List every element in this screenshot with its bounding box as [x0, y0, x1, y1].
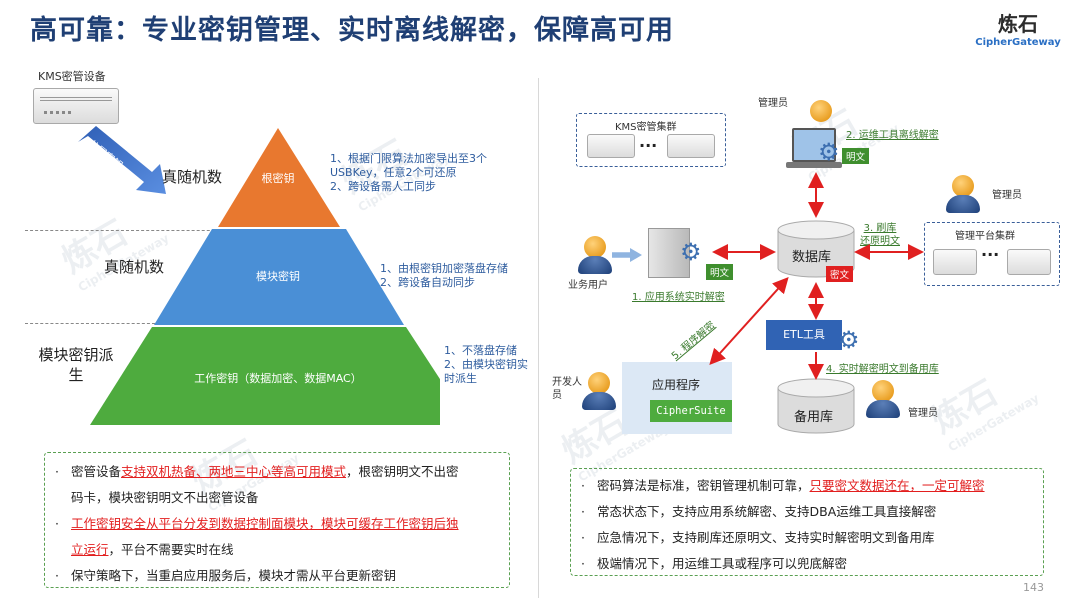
admin-bottom-label: 管理员 [908, 408, 938, 419]
brand-logo: 炼石 CipherGateway [974, 12, 1062, 56]
bullet-item-cont: 立运行，平台不需要实时在线 [71, 542, 234, 557]
pyramid-module-text: 模块密钥 [256, 270, 300, 283]
mgmt-cluster-label: 管理平台集群 [955, 231, 1015, 242]
gear-icon: ⚙ [818, 138, 840, 166]
ellipsis-icon: ··· [639, 136, 658, 155]
mgmt-server [933, 249, 977, 275]
kms-device-label: KMS密管设备 [38, 70, 106, 83]
step-3-label: 3. 刷库 还原明文 [860, 223, 900, 247]
database-label: 数据库 [792, 250, 832, 265]
pyramid-module-layer [154, 229, 404, 325]
laptop-icon [792, 128, 836, 162]
ciphertext-tag: 密文 [826, 266, 854, 282]
step-1-label: 1. 应用系统实时解密 [632, 292, 725, 303]
level-label-module: 真随机数 [104, 258, 165, 276]
pyramid-root-layer [218, 128, 340, 227]
right-summary-box: ·密码算法是标准，密钥管理机制可靠，只要密文数据还在，一定可解密 ·常态状态下，… [570, 468, 1044, 576]
kms-cluster-label: KMS密管集群 [615, 122, 677, 133]
step-2-label: 2. 运维工具离线解密 [846, 130, 939, 141]
page-title: 高可靠：专业密钥管理、实时离线解密，保障高可用 [30, 15, 674, 46]
database-icon [777, 220, 855, 278]
pyramid-work-text: 工作密钥（数据加密、数据MAC） [194, 372, 362, 385]
bullet-item-cont: 码卡，模块密钥明文不出密管设备 [71, 490, 259, 505]
bullet-item: ·常态状态下，支持应用系统解密、支持DBA运维工具直接解密 [581, 504, 937, 519]
mgmt-cluster: 管理平台集群 ··· [924, 222, 1060, 286]
plaintext-tag: 明文 [842, 148, 870, 164]
key-pyramid [90, 128, 440, 425]
note-line: 2、跨设备自动同步 [380, 276, 475, 289]
bullet-item: ·密码算法是标准，密钥管理机制可靠，只要密文数据还在，一定可解密 [581, 478, 985, 493]
bullet-item: ·极端情况下，用运维工具或程序可以兜底解密 [581, 556, 848, 571]
plaintext-tag: 明文 [706, 264, 734, 280]
root-key-notes: 1、根据门限算法加密导出至3个USBKey，任意2个可还原 2、跨设备需人工同步 [330, 152, 500, 194]
pyramid-root-text: 根密钥 [261, 172, 295, 185]
module-key-notes: 1、由根密钥加密落盘存储 2、跨设备自动同步 [380, 262, 540, 290]
admin-top-avatar [810, 100, 832, 122]
panel-divider [538, 78, 539, 598]
ellipsis-icon: ··· [981, 245, 1000, 264]
note-line: 2、跨设备需人工同步 [330, 180, 436, 193]
bullet-item: ·工作密钥安全从平台分发到数据控制面模块，模块可缓存工作密钥后独 [55, 516, 459, 531]
brand-name-en: CipherGateway [975, 37, 1061, 48]
page-number: 143 [1023, 581, 1044, 594]
level-label-work: 模块密钥派生 [38, 346, 114, 384]
bullet-item: ·保守策略下，当重启应用服务后，模块才需从平台更新密钥 [55, 568, 397, 583]
ciphersuite-badge: CipherSuite [650, 400, 732, 422]
admin-right-avatar [946, 175, 980, 213]
kms-device [33, 88, 119, 124]
kms-server [667, 134, 715, 158]
app-label: 应用程序 [652, 378, 701, 392]
arrow-db-app [709, 277, 789, 365]
app-box: 应用程序 CipherSuite [622, 362, 732, 434]
hierarchy-arrow-icon [78, 126, 166, 194]
pyramid-work-layer [90, 327, 440, 425]
note-line: 2、由模块密钥实时派生 [444, 358, 528, 385]
level-divider [25, 230, 235, 231]
app-server-icon [648, 228, 690, 278]
bullet-item: ·应急情况下，支持刷库还原明文、支持实时解密明文到备用库 [581, 530, 935, 545]
backup-db-label: 备用库 [794, 410, 834, 425]
note-line: 1、不落盘存储 [444, 344, 517, 357]
kms-server [587, 134, 635, 158]
biz-user-label: 业务用户 [568, 280, 608, 291]
laptop-base [786, 162, 842, 168]
admin-right-label: 管理员 [992, 190, 1022, 201]
admin-bottom-avatar [866, 380, 900, 418]
bullet-item: ·密管设备支持双机热备、两地三中心等高可用模式，根密钥明文不出密 [55, 464, 459, 479]
note-line: 1、由根密钥加密落盘存储 [380, 262, 508, 275]
work-key-notes: 1、不落盘存储 2、由模块密钥实时派生 [444, 344, 536, 386]
admin-top-label: 管理员 [758, 98, 788, 109]
brand-name-cn: 炼石 [998, 12, 1038, 36]
mgmt-server [1007, 249, 1051, 275]
flow-arrows [709, 172, 924, 380]
biz-user-avatar [578, 236, 612, 274]
developer-label: 开发人员 [552, 377, 582, 401]
kms-cluster: KMS密管集群 ··· [576, 113, 726, 167]
left-summary-box: ·密管设备支持双机热备、两地三中心等高可用模式，根密钥明文不出密 码卡，模块密钥… [44, 452, 510, 588]
note-line: 1、根据门限算法加密导出至3个USBKey，任意2个可还原 [330, 152, 487, 179]
level-label-root: 真随机数 [162, 168, 223, 186]
step-4-label: 4. 实时解密明文到备用库 [826, 364, 939, 375]
gear-icon: ⚙ [680, 238, 702, 266]
level-divider [25, 323, 155, 324]
gear-icon: ⚙ [838, 326, 860, 354]
developer-avatar [582, 372, 616, 410]
backup-db-icon [777, 378, 855, 434]
